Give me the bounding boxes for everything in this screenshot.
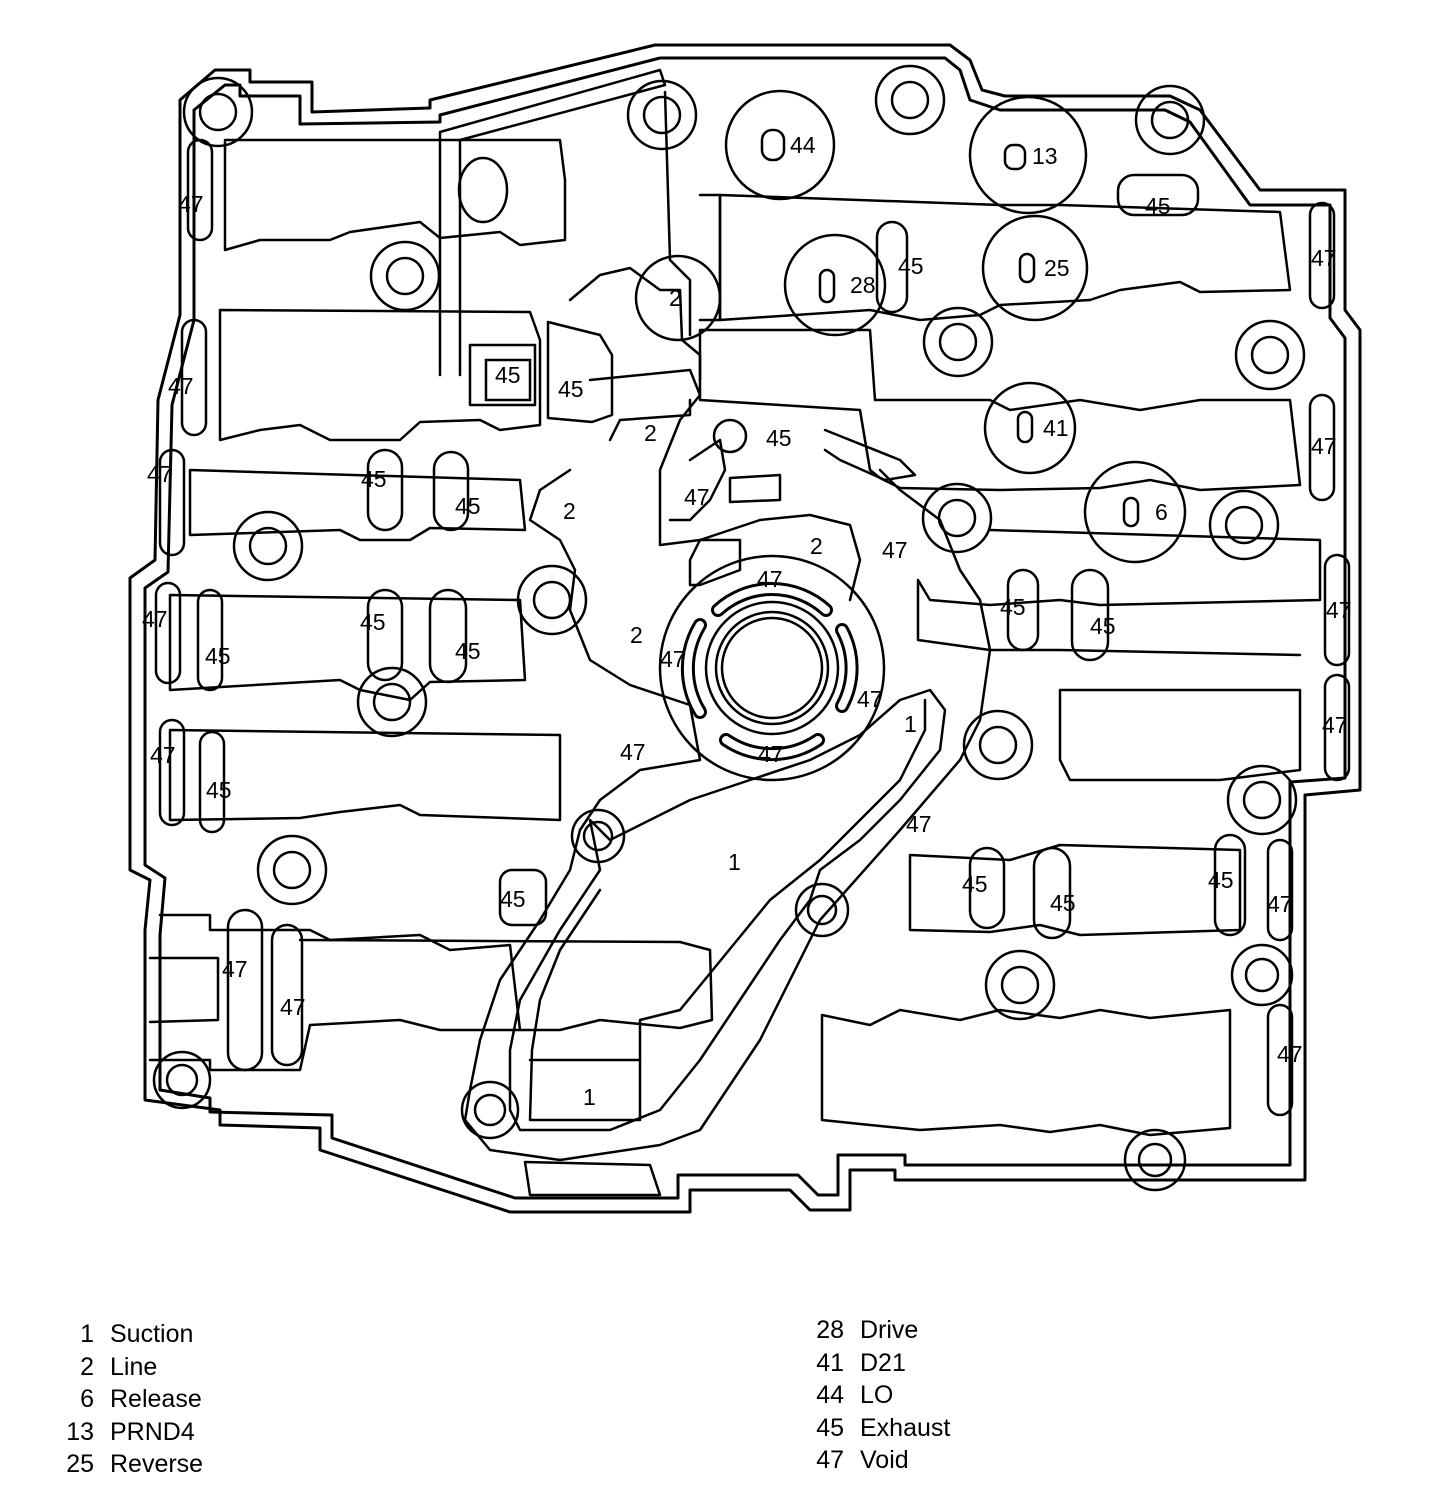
- callout-label: 47: [1277, 1041, 1303, 1067]
- callout-label: 6: [1155, 499, 1168, 525]
- callout-label: 47: [1311, 245, 1337, 271]
- callout-label: 47: [757, 566, 783, 592]
- legend-label: Release: [110, 1385, 202, 1413]
- legend-item: 45 Exhaust: [800, 1412, 950, 1445]
- callout-label: 1: [583, 1084, 596, 1110]
- callout-label: 2: [563, 498, 576, 524]
- callout-label: 13: [1032, 143, 1058, 169]
- callout-label: 45: [766, 425, 792, 451]
- callout-label: 45: [898, 253, 924, 279]
- callout-label: 2: [810, 533, 823, 559]
- callout-label: 47: [660, 646, 686, 672]
- legend-label: LO: [860, 1381, 894, 1409]
- callout-label: 47: [142, 606, 168, 632]
- legend-number: 45: [816, 1413, 844, 1442]
- legend-number: 13: [66, 1417, 94, 1446]
- legend-number: 28: [816, 1316, 844, 1344]
- legend-number: 25: [66, 1450, 94, 1478]
- legend-item: 44 LO: [800, 1379, 950, 1412]
- legend-label: Reverse: [110, 1450, 204, 1478]
- legend-number: 44: [816, 1381, 844, 1409]
- legend-item: 13 PRND4: [50, 1416, 203, 1449]
- legend-number: 6: [80, 1385, 94, 1413]
- callout-label: 47: [147, 461, 173, 487]
- legend-label: Void: [860, 1446, 909, 1474]
- callout-label: 47: [168, 373, 194, 399]
- legend-item: 6 Release: [50, 1383, 203, 1416]
- callout-label: 45: [205, 643, 231, 669]
- callout-label: 45: [500, 886, 526, 912]
- callout-label: 47: [280, 994, 306, 1020]
- callout-label: 45: [206, 777, 232, 803]
- valve-body-diagram: 44 13 45 47 47 2 28 45 25 47 47 45 45 2 …: [128, 43, 1362, 1214]
- callout-label: 41: [1043, 415, 1069, 441]
- callout-label: 45: [360, 609, 386, 635]
- callout-label: 1: [728, 849, 741, 875]
- callout-label: 45: [495, 362, 521, 388]
- legend-right: 28 Drive 41 D21 44 LO 45 Exhaust 47 Void: [800, 1314, 950, 1477]
- legend-label: Exhaust: [860, 1413, 951, 1442]
- legend-item: 1 Suction: [50, 1318, 203, 1351]
- legend-label: Drive: [860, 1316, 919, 1344]
- callout-label: 47: [906, 811, 932, 837]
- callout-label: 28: [850, 272, 876, 298]
- legend-number: 1: [80, 1320, 94, 1348]
- legend-label: D21: [860, 1348, 906, 1377]
- callout-labels: 44 13 45 47 47 2 28 45 25 47 47 45 45 2 …: [142, 132, 1352, 1110]
- callout-label: 45: [558, 376, 584, 402]
- callout-label: 45: [1050, 890, 1076, 916]
- legend-item: 28 Drive: [800, 1314, 950, 1347]
- callout-label: 44: [790, 132, 816, 158]
- callout-label: 47: [178, 191, 204, 217]
- callout-label: 45: [1145, 193, 1171, 219]
- legend-number: 47: [816, 1446, 844, 1474]
- callout-label: 47: [684, 484, 710, 510]
- callout-label: 47: [222, 956, 248, 982]
- callout-label: 47: [1326, 597, 1352, 623]
- legend-left: 1 Suction 2 Line 6 Release 13 PRND4 25 R…: [50, 1318, 203, 1481]
- valve-ports: [457, 89, 1187, 564]
- callout-label: 25: [1044, 255, 1070, 281]
- callout-label: 45: [455, 493, 481, 519]
- pump-bore: [658, 554, 886, 782]
- legend-label: Line: [110, 1352, 158, 1381]
- callout-label: 2: [630, 622, 643, 648]
- bolt-holes: [152, 64, 1306, 1192]
- callout-label: 47: [882, 537, 908, 563]
- callout-label: 47: [620, 739, 646, 765]
- valve-body-outline: [128, 43, 1362, 1214]
- callout-label: 47: [758, 741, 784, 767]
- legend-number: 2: [80, 1352, 94, 1381]
- fluid-passages: [148, 68, 1322, 1197]
- legend-number: 41: [816, 1348, 844, 1377]
- callout-label: 45: [361, 466, 387, 492]
- legend-label: Suction: [110, 1320, 194, 1348]
- callout-label: 45: [455, 638, 481, 664]
- callout-label: 45: [1090, 613, 1116, 639]
- slots: [154, 138, 1351, 1117]
- callout-label: 47: [1267, 891, 1293, 917]
- callout-label: 1: [904, 711, 917, 737]
- legend-item: 2 Line: [50, 1351, 203, 1384]
- callout-label: 47: [1322, 712, 1348, 738]
- callout-label: 2: [669, 285, 682, 311]
- callout-label: 2: [644, 420, 657, 446]
- legend-item: 41 D21: [800, 1347, 950, 1380]
- callout-label: 45: [962, 871, 988, 897]
- callout-label: 47: [857, 686, 883, 712]
- legend-label: PRND4: [110, 1417, 195, 1446]
- callout-label: 47: [1311, 433, 1337, 459]
- legend-item: 47 Void: [800, 1444, 950, 1477]
- callout-label: 47: [150, 742, 176, 768]
- callout-label: 45: [1000, 594, 1026, 620]
- legend-item: 25 Reverse: [50, 1448, 203, 1481]
- callout-label: 45: [1208, 867, 1234, 893]
